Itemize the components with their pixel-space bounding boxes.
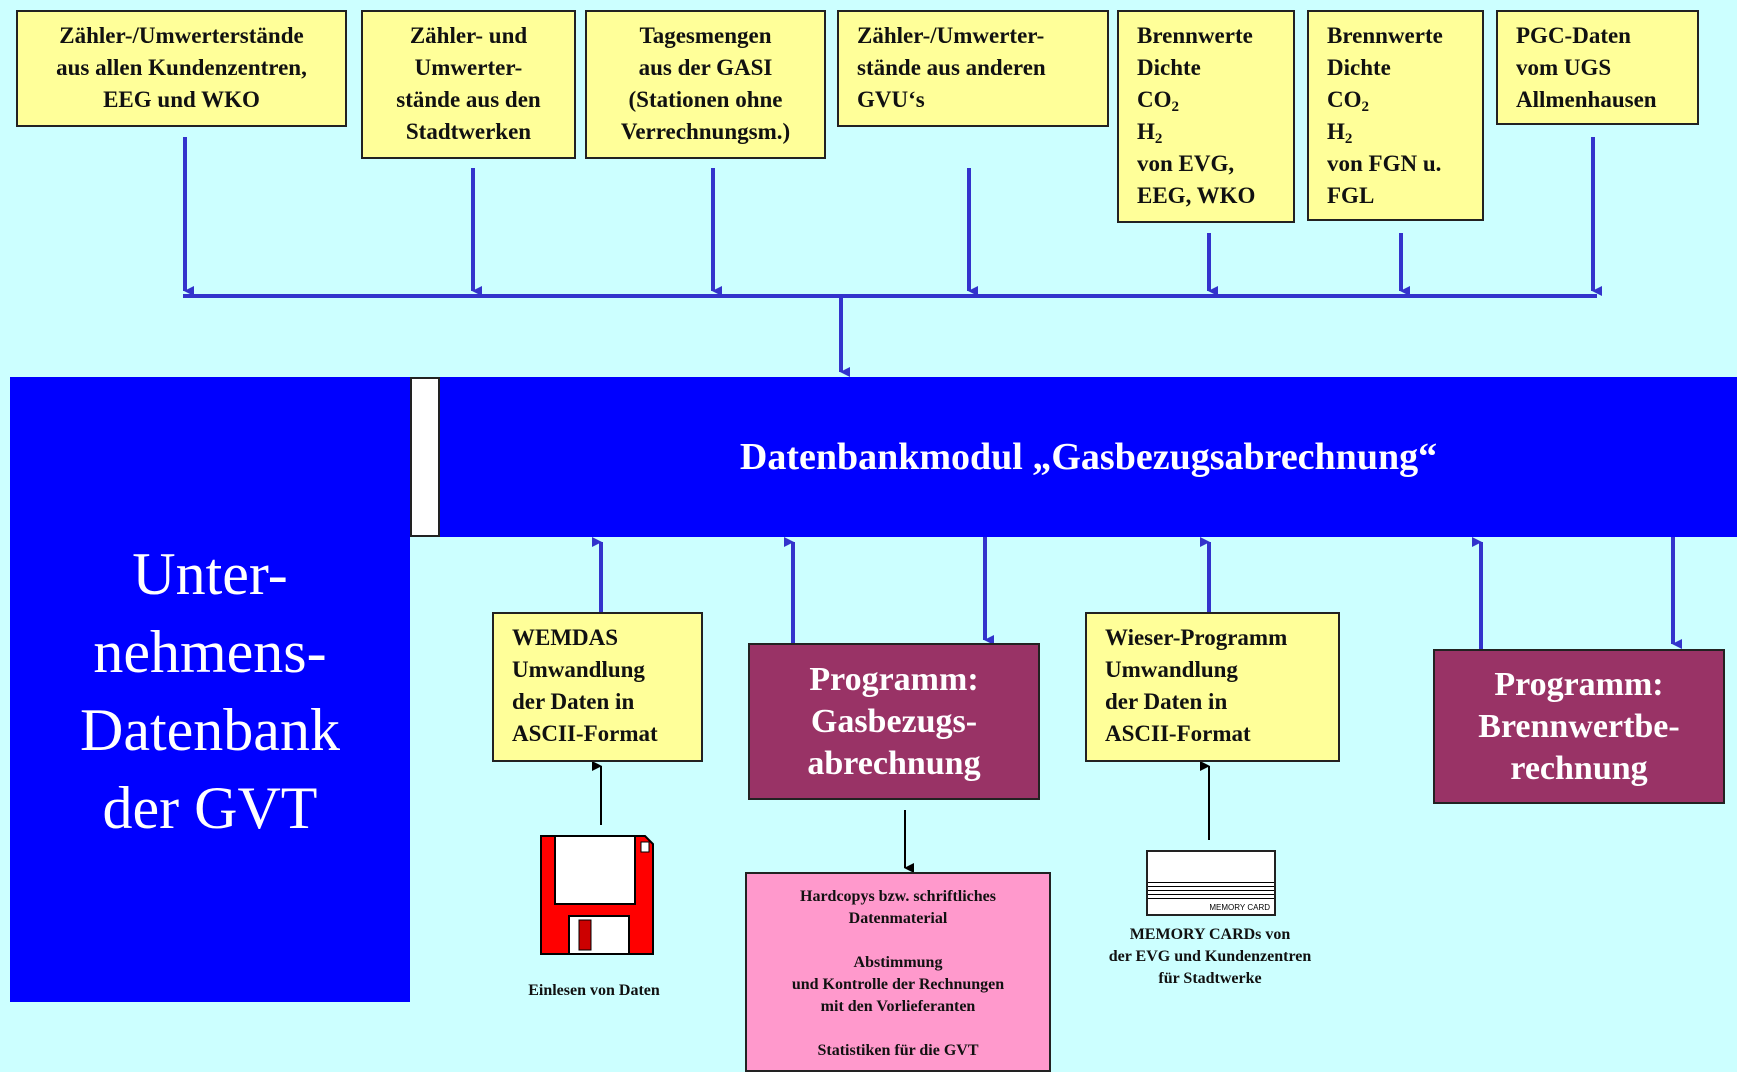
database-module-bar bbox=[410, 377, 1737, 537]
caption-line: für Stadtwerke bbox=[1158, 970, 1262, 987]
db-name-line: Unter- bbox=[132, 541, 288, 607]
converter-text-line: der Daten in bbox=[512, 689, 635, 714]
program-text-line: Brennwertbe- bbox=[1478, 707, 1680, 745]
hardcopy-output-box: Hardcopys bzw. schriftliches Datenmateri… bbox=[745, 872, 1051, 1072]
source-text-line: Umwerter- bbox=[414, 55, 523, 80]
h2-line: H2 bbox=[1137, 119, 1163, 147]
database-slot bbox=[410, 377, 440, 537]
source-box-gasi: Tagesmengen aus der GASI (Stationen ohne… bbox=[585, 10, 826, 159]
caption-line: MEMORY CARDs von bbox=[1129, 926, 1291, 943]
program-text-line: Programm: bbox=[1494, 665, 1664, 703]
source-text-line: Brennwerte bbox=[1137, 23, 1253, 48]
converter-text-line: ASCII-Format bbox=[512, 721, 658, 746]
source-text-line: vom UGS bbox=[1516, 55, 1612, 80]
db-name-line: nehmens- bbox=[93, 619, 327, 685]
output-text-line: Statistiken für die GVT bbox=[817, 1042, 979, 1059]
wieser-converter-box: Wieser-Programm Umwandlung der Daten in … bbox=[1085, 612, 1340, 762]
co2-line: CO2 bbox=[1137, 87, 1179, 115]
company-database-name: Unter- nehmens- Datenbank der GVT bbox=[10, 535, 410, 847]
db-name-line: Datenbank bbox=[80, 697, 340, 763]
source-text-line: aus allen Kundenzentren, bbox=[56, 55, 307, 80]
source-text-line: FGL bbox=[1327, 183, 1375, 208]
output-text-line: Datenmaterial bbox=[848, 910, 948, 927]
source-text-line: aus der GASI bbox=[638, 55, 773, 80]
source-text-line: EEG, WKO bbox=[1137, 183, 1256, 208]
memory-card-caption: MEMORY CARDs von der EVG und Kundenzentr… bbox=[1066, 924, 1354, 990]
source-text-line: GVU‘s bbox=[857, 87, 925, 112]
source-box-kundenzentren: Zähler-/Umwerterstände aus allen Kundenz… bbox=[16, 10, 347, 127]
program-text-line: Gasbezugs- bbox=[810, 702, 978, 740]
wemdas-converter-box: WEMDAS Umwandlung der Daten in ASCII-For… bbox=[492, 612, 703, 762]
converter-text-line: WEMDAS bbox=[512, 625, 619, 650]
memory-card-icon: MEMORY CARD bbox=[1146, 850, 1276, 916]
output-text-line bbox=[747, 1018, 1049, 1040]
floppy-disk-icon bbox=[540, 835, 654, 955]
output-text-line: mit den Vorlieferanten bbox=[820, 998, 976, 1015]
output-text-line: Hardcopys bzw. schriftliches bbox=[800, 888, 996, 905]
source-text-line: Zähler- und bbox=[409, 23, 528, 48]
source-text-line: Dichte bbox=[1137, 55, 1201, 80]
source-text-line: Zähler-/Umwerter- bbox=[857, 23, 1045, 48]
caption-line: der EVG und Kundenzentren bbox=[1108, 948, 1312, 965]
memory-card-label: MEMORY CARD bbox=[1209, 903, 1270, 912]
co2-line: CO2 bbox=[1327, 87, 1369, 115]
source-box-pgc: PGC-Daten vom UGS Allmenhausen bbox=[1496, 10, 1699, 125]
h2-line: H2 bbox=[1327, 119, 1353, 147]
source-text-line: Brennwerte bbox=[1327, 23, 1443, 48]
source-box-brennwerte-evg: Brennwerte Dichte CO2 H2 von EVG, EEG, W… bbox=[1117, 10, 1295, 223]
source-text-line: stände aus anderen bbox=[857, 55, 1046, 80]
source-text-line: Zähler-/Umwerterstände bbox=[59, 23, 304, 48]
source-text-line: Allmenhausen bbox=[1516, 87, 1657, 112]
program-brennwertberechnung: Programm: Brennwertbe- rechnung bbox=[1433, 649, 1725, 804]
source-box-stadtwerke: Zähler- und Umwerter- stände aus den Sta… bbox=[361, 10, 576, 159]
source-text-line: Verrechnungsm.) bbox=[620, 119, 791, 144]
database-module-title: Datenbankmodul „Gasbezugsabrechnung“ bbox=[739, 436, 1438, 478]
output-text-line: und Kontrolle der Rechnungen bbox=[791, 976, 1005, 993]
converter-text-line: der Daten in bbox=[1105, 689, 1228, 714]
program-text-line: rechnung bbox=[1510, 749, 1648, 787]
source-text-line: Tagesmengen bbox=[639, 23, 772, 48]
source-box-gvu: Zähler-/Umwerter- stände aus anderen GVU… bbox=[837, 10, 1109, 127]
program-gasbezugsabrechnung: Programm: Gasbezugs- abrechnung bbox=[748, 643, 1040, 800]
output-text-line bbox=[747, 930, 1049, 952]
source-text-line: EEG und WKO bbox=[103, 87, 260, 112]
source-text-line: (Stationen ohne bbox=[628, 87, 783, 112]
source-text-line: stände aus den bbox=[396, 87, 541, 112]
source-box-brennwerte-fgn: Brennwerte Dichte CO2 H2 von FGN u. FGL bbox=[1307, 10, 1484, 221]
source-text-line: von FGN u. bbox=[1327, 151, 1442, 176]
converter-text-line: Umwandlung bbox=[512, 657, 645, 682]
floppy-caption: Einlesen von Daten bbox=[528, 982, 660, 999]
output-text-line: Abstimmung bbox=[853, 954, 943, 971]
source-text-line: Stadtwerken bbox=[405, 119, 532, 144]
program-text-line: abrechnung bbox=[807, 744, 981, 782]
converter-text-line: ASCII-Format bbox=[1105, 721, 1251, 746]
company-database-block bbox=[10, 377, 410, 1002]
source-text-line: Dichte bbox=[1327, 55, 1391, 80]
converter-text-line: Umwandlung bbox=[1105, 657, 1238, 682]
db-name-line: der GVT bbox=[102, 775, 318, 841]
converter-text-line: Wieser-Programm bbox=[1105, 625, 1288, 650]
source-text-line: PGC-Daten bbox=[1516, 23, 1631, 48]
source-text-line: von EVG, bbox=[1137, 151, 1235, 176]
program-text-line: Programm: bbox=[809, 660, 979, 698]
